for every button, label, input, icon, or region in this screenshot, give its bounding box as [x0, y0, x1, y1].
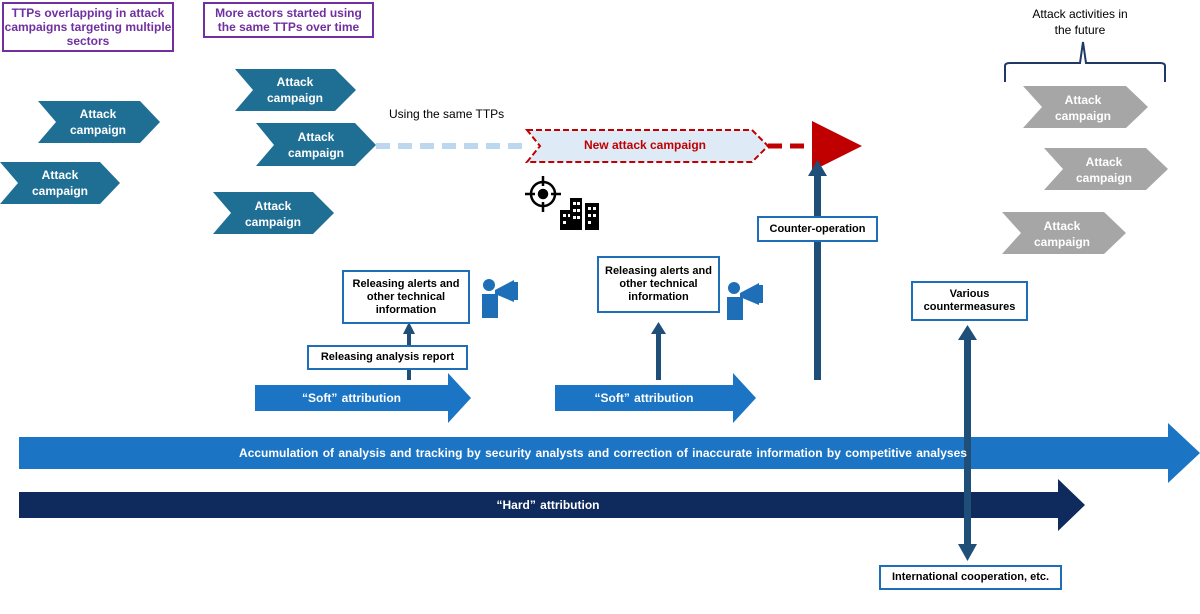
megaphone-person-icon — [482, 279, 518, 318]
future-campaign-text: Attack campaign — [1054, 93, 1111, 123]
campaign-chevron — [0, 162, 120, 204]
campaign-text: Attack campaign — [266, 75, 323, 105]
future-note: Attack activities in the future — [1032, 7, 1128, 37]
hard-attribution-arrow — [19, 479, 1085, 531]
future-campaign-chevron — [1044, 148, 1168, 190]
releasing-alerts-box: Releasing alerts and other technical inf… — [597, 256, 720, 313]
alerts-arrow-shaft — [656, 332, 661, 380]
future-bracket — [1004, 41, 1166, 82]
report-arrow-head — [403, 322, 415, 334]
counter-arrow-shaft — [814, 172, 821, 380]
ttps-overlap-note: TTPs overlapping in attack campaigns tar… — [2, 2, 174, 52]
campaign-text: Attack campaign — [244, 199, 301, 229]
future-campaign-chevron — [1002, 212, 1126, 254]
alerts-arrow-head — [651, 322, 666, 334]
buildings-icon — [560, 198, 599, 230]
countermeasure-arrow-shaft-front — [964, 436, 971, 546]
campaign-chevron — [213, 192, 334, 234]
more-actors-note: More actors started using the same TTPs … — [203, 2, 374, 38]
campaign-chevron — [256, 123, 376, 166]
counter-operation-box: Counter-operation — [757, 216, 878, 242]
future-campaign-chevron — [1023, 86, 1148, 128]
releasing-report-box: Releasing analysis report — [307, 345, 468, 370]
campaign-chevron — [38, 101, 160, 143]
new-campaign-label: New attack campaign — [583, 138, 707, 152]
megaphone-person-icon — [727, 282, 763, 320]
campaign-text: Attack campaign — [31, 168, 88, 198]
accumulation-label: Accumulation of analysis and tracking by… — [239, 446, 967, 460]
countermeasure-arrow-head-down — [958, 544, 977, 561]
campaign-text: Attack campaign — [69, 107, 126, 137]
accumulation-arrow — [19, 423, 1200, 483]
target-icon — [525, 176, 561, 212]
new-campaign-chevron — [524, 129, 770, 163]
hard-attribution-label: “Hard” attribution — [496, 498, 600, 512]
soft-attribution-label: “Soft” attribution — [594, 391, 694, 405]
using-same-ttps-label: Using the same TTPs — [389, 107, 505, 121]
counter-arrow-head — [808, 160, 827, 176]
various-countermeasures-box: Various countermeasures — [911, 281, 1028, 321]
soft-attribution-label: “Soft” attribution — [302, 391, 401, 405]
campaign-chevron — [235, 69, 356, 111]
soft-attribution-arrow — [255, 373, 471, 423]
releasing-alerts-box: Releasing alerts and other technical inf… — [342, 270, 470, 324]
campaign-text: Attack campaign — [287, 130, 344, 160]
international-cooperation-box: International cooperation, etc. — [879, 565, 1062, 590]
future-campaign-text: Attack campaign — [1075, 155, 1132, 185]
countermeasure-arrow-head-up — [958, 325, 977, 340]
future-campaign-text: Attack campaign — [1033, 219, 1090, 249]
soft-attribution-arrow — [555, 373, 756, 423]
